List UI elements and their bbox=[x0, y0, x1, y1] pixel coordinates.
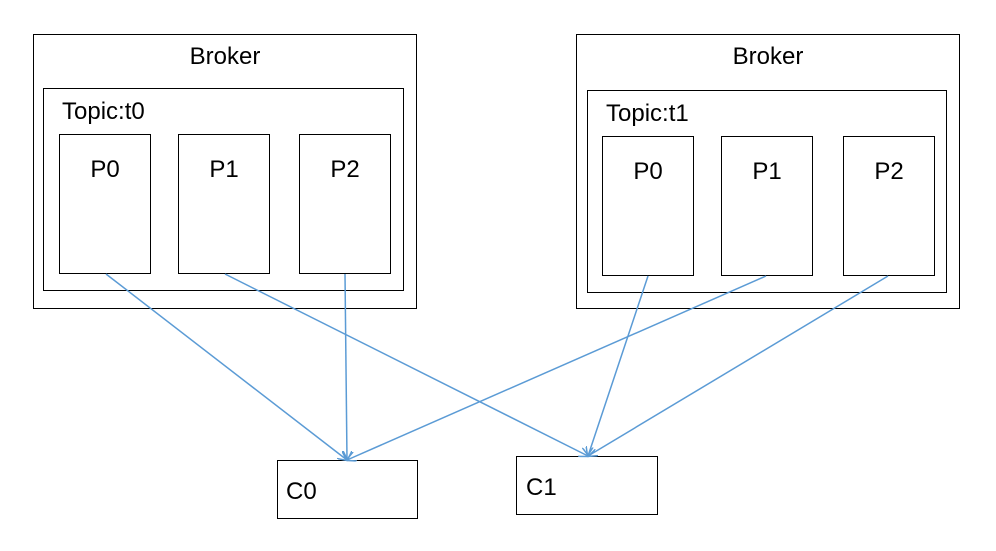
broker-0-partition-1-label: P1 bbox=[209, 156, 239, 183]
broker-1-partition-1 bbox=[721, 136, 813, 276]
broker-1-partition-0-label: P0 bbox=[633, 158, 663, 185]
broker-0-partition-0-label: P0 bbox=[90, 156, 120, 183]
broker-1-topic-label: Topic:t1 bbox=[606, 100, 689, 127]
consumer-c0-label: C0 bbox=[286, 478, 317, 505]
broker-1-partition-0 bbox=[602, 136, 694, 276]
broker-1-partition-2-label: P2 bbox=[874, 158, 904, 185]
consumer-c0 bbox=[277, 460, 418, 519]
broker-0-partition-0 bbox=[59, 134, 151, 274]
broker-0-partition-2-label: P2 bbox=[330, 156, 360, 183]
consumer-c1-label: C1 bbox=[526, 474, 557, 501]
broker-0-partition-2 bbox=[299, 134, 391, 274]
broker-1-partition-2 bbox=[843, 136, 935, 276]
broker-0-topic-label: Topic:t0 bbox=[62, 98, 145, 125]
broker-1-label: Broker bbox=[732, 43, 804, 70]
broker-0-partition-1 bbox=[178, 134, 270, 274]
broker-1-partition-1-label: P1 bbox=[752, 158, 782, 185]
broker-0-label: Broker bbox=[189, 43, 261, 70]
